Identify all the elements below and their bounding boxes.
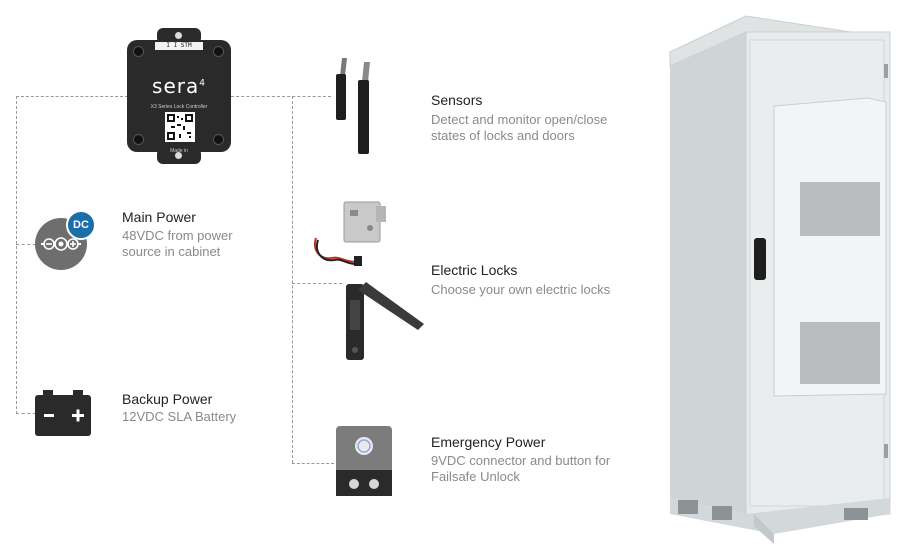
emergency-power-title: Emergency Power — [431, 434, 546, 450]
connector-to-emergency — [292, 463, 334, 464]
emergency-power-module-image — [334, 426, 394, 500]
main-power-desc: 48VDC from power source in cabinet — [122, 228, 233, 259]
door-sensors-image — [330, 58, 380, 158]
backup-power-title: Backup Power — [122, 391, 213, 407]
backup-power-desc: 12VDC SLA Battery — [122, 409, 237, 424]
electric-locks-title: Electric Locks — [431, 262, 518, 278]
emergency-power-desc: 9VDC connector and button for Failsafe U… — [431, 453, 611, 484]
outdoor-cabinet-image — [664, 14, 900, 544]
connector-to-backup-power — [16, 413, 36, 414]
controller-made-in: Made in — [170, 148, 188, 154]
electric-locks-desc: Choose your own electric locks — [431, 282, 611, 297]
connector-right-trunk — [292, 96, 293, 463]
qr-code — [165, 112, 195, 142]
connector-controller-right — [231, 96, 331, 97]
sensors-desc: Detect and monitor open/close states of … — [431, 112, 608, 143]
main-power-title: Main Power — [122, 209, 196, 225]
sensors-title: Sensors — [431, 92, 483, 108]
electric-lock-handle-image — [340, 280, 430, 364]
connector-to-lock — [292, 283, 342, 284]
connector-controller-left — [16, 96, 128, 97]
controller-subtitle: X3 Series Lock Controller — [150, 104, 208, 110]
dc-badge: DC — [66, 210, 96, 240]
lock-controller: I I STM sera4 X3 Series Lock Controller … — [127, 28, 231, 164]
controller-logo: sera4 — [152, 74, 206, 98]
connector-left-trunk — [16, 96, 17, 414]
connector-to-main-power — [16, 244, 36, 245]
battery-icon — [35, 388, 91, 438]
controller-label-strip: I I STM — [155, 42, 203, 50]
electric-lock-latch-image — [310, 198, 390, 270]
